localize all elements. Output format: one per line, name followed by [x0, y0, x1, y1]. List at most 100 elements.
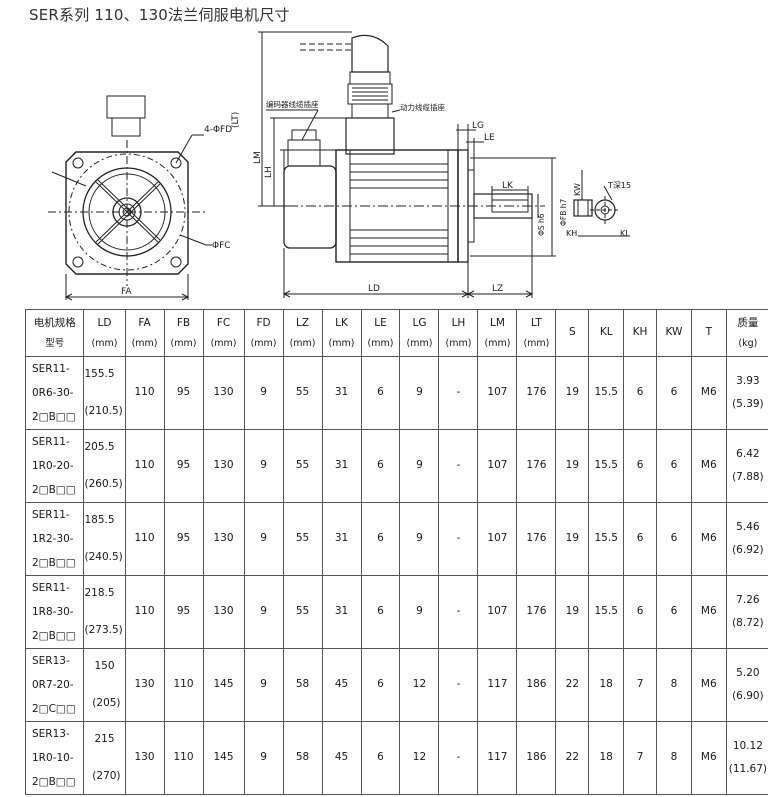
header-label: LZ	[296, 316, 310, 329]
mount-hole-icon	[170, 157, 182, 169]
cell-fa: 110	[124, 575, 165, 649]
header-unit: (mm)	[210, 337, 237, 349]
ld-value: 205.5	[84, 440, 115, 453]
label-kw: KW	[573, 183, 582, 196]
header-unit: (mm)	[445, 337, 472, 349]
header-label: FD	[256, 316, 271, 329]
header-label: FC	[216, 316, 231, 329]
header-label: KW	[665, 326, 683, 339]
model-line: 1R0-20-	[32, 460, 74, 472]
cell-lh: -	[438, 502, 479, 576]
cell-kh: 6	[623, 356, 657, 430]
header-label: LG	[412, 316, 427, 329]
cell-fc: 130	[202, 356, 245, 430]
cell-fd: 9	[243, 648, 284, 722]
label-lk: LK	[502, 181, 514, 191]
cell-le: 6	[360, 502, 401, 576]
header-cell: LH(mm)	[438, 309, 479, 357]
header-cell: LD(mm)	[83, 309, 126, 357]
power-connector-shape	[351, 34, 389, 73]
page-title: SER系列 110、130法兰伺服电机尺寸	[29, 6, 290, 24]
cell-t: M6	[690, 648, 727, 722]
ld-cell: 185.5(240.5)	[83, 502, 126, 576]
cell-kh: 7	[623, 648, 657, 722]
cell-kw: 6	[655, 502, 692, 576]
cell-fa: 130	[124, 721, 165, 795]
model-cell: SER11-1R0-20-2□B□□	[24, 429, 85, 503]
ld-cell: 205.5(260.5)	[83, 429, 126, 503]
header-cell: FD (mm)	[243, 309, 284, 357]
cell-fd: 9	[243, 356, 284, 430]
cell-kh: 6	[623, 429, 657, 503]
header-label: LM	[489, 316, 505, 329]
header-cell: KL	[588, 309, 625, 357]
header-cell: S	[555, 309, 590, 357]
label-kl: KL	[620, 229, 630, 238]
mass-value: 3.93	[736, 374, 760, 387]
model-cell: SER11-0R6-30-2□B□□	[24, 356, 85, 430]
header-unit: (mm)	[250, 337, 277, 349]
cell-t: M6	[690, 356, 727, 430]
mass-brake-value: (11.67)	[728, 763, 767, 775]
cell-kh: 6	[623, 575, 657, 649]
label-fb: ΦFB h7	[559, 199, 568, 227]
header-cell: LG(mm)	[399, 309, 440, 357]
header-unit: (mm)	[289, 337, 316, 349]
mass-value: 5.20	[736, 666, 760, 679]
cell-t: M6	[690, 502, 727, 576]
mount-hole-icon	[72, 256, 84, 268]
cell-lg: 12	[399, 648, 440, 722]
model-cell: SER11-1R8-30-2□B□□	[24, 575, 85, 649]
header-unit: 型号	[45, 337, 65, 349]
model-line: 0R6-30-	[32, 387, 74, 399]
cell-fa: 110	[124, 429, 165, 503]
cell-lz: 58	[282, 721, 323, 795]
cell-s: 19	[555, 356, 590, 430]
cell-lk: 31	[321, 575, 362, 649]
cell-s: 19	[555, 429, 590, 503]
label-power-plug: 动力线缆插座	[400, 102, 445, 112]
cell-fb: 95	[163, 502, 204, 576]
label-lg: LG	[472, 121, 484, 131]
shaft-key-detail	[573, 170, 630, 237]
ld-value: 185.5	[84, 513, 115, 526]
cell-s: 22	[555, 648, 590, 722]
cell-kl: 18	[588, 721, 625, 795]
cell-t: M6	[690, 575, 727, 649]
header-unit: (kg)	[738, 337, 758, 349]
cell-kh: 6	[623, 502, 657, 576]
mass-value: 10.12	[732, 739, 763, 752]
cell-fc: 130	[202, 575, 245, 649]
cell-lm: 107	[477, 356, 518, 430]
cell-kl: 18	[588, 648, 625, 722]
encoder-cap	[283, 165, 337, 249]
cell-kl: 15.5	[588, 575, 625, 649]
header-label: FB	[176, 316, 191, 329]
header-label: T	[705, 326, 713, 339]
cell-fa: 130	[124, 648, 165, 722]
header-cell: KW	[655, 309, 692, 357]
model-line: 2□B□□	[32, 557, 76, 569]
cell-lm: 107	[477, 502, 518, 576]
header-label: LE	[374, 316, 387, 329]
cell-lt: 176	[516, 502, 557, 576]
cell-fc: 145	[202, 648, 245, 722]
label-lz: LZ	[492, 284, 503, 294]
cell-lk: 45	[321, 648, 362, 722]
model-line: 2□B□□	[32, 630, 76, 642]
header-label: LT	[531, 316, 542, 329]
label-lh: LH	[264, 166, 274, 178]
header-cell: T	[690, 309, 727, 357]
flange-square	[65, 151, 189, 275]
mass-brake-value: (6.90)	[732, 690, 764, 702]
mass-value: 7.26	[736, 593, 760, 606]
model-line: SER11-	[32, 436, 70, 448]
label-fa: FA	[121, 287, 132, 297]
model-cell: SER13-1R0-10-2□B□□	[24, 721, 85, 795]
cell-lm: 117	[477, 721, 518, 795]
cell-lh: -	[438, 356, 479, 430]
model-line: 1R2-30-	[32, 533, 74, 545]
mass-value: 5.46	[736, 520, 760, 533]
